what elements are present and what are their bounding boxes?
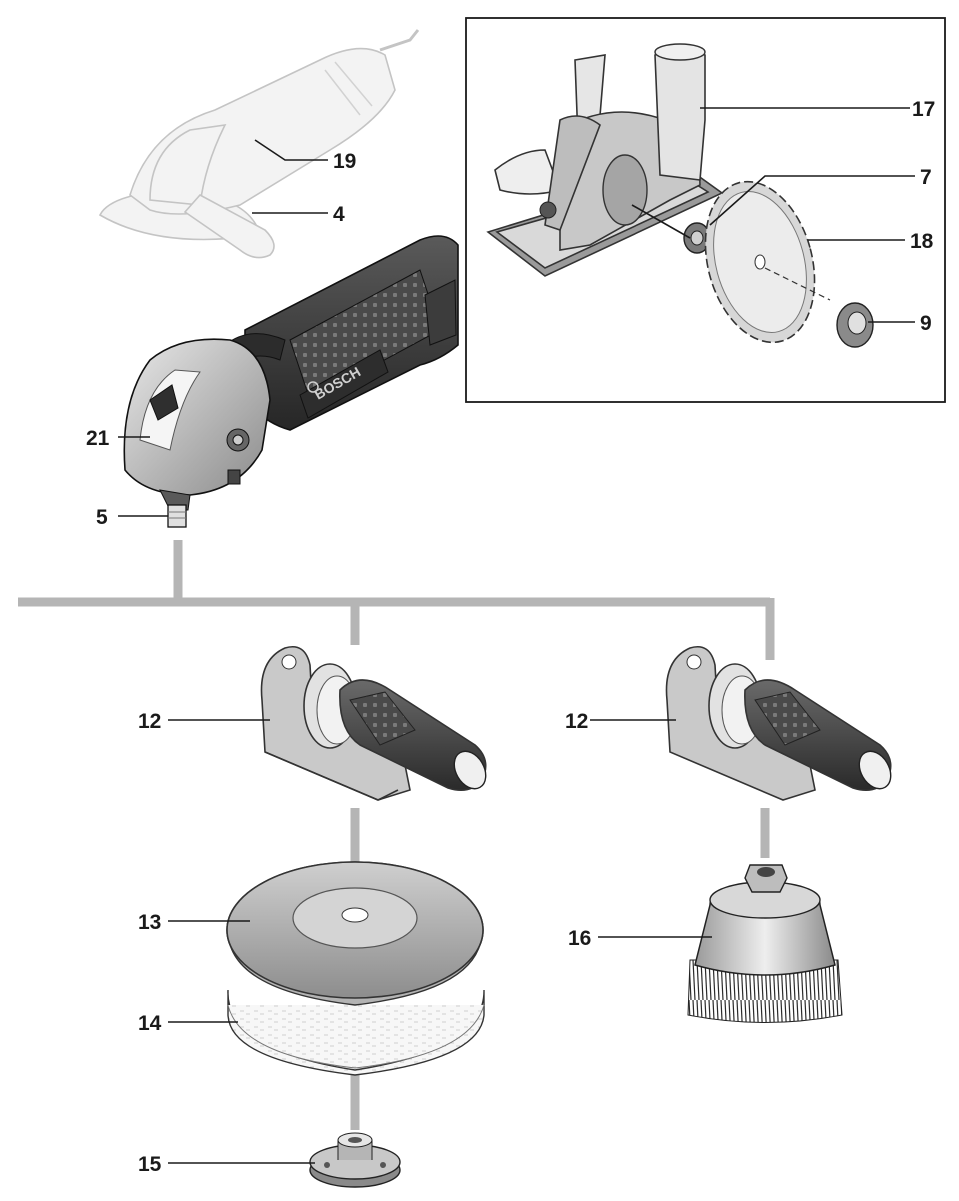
inset-frame: [465, 17, 946, 403]
label-12-right: 12: [565, 710, 588, 733]
label-7: 7: [920, 166, 932, 189]
cup-brush-illustration: [687, 864, 843, 1023]
diamond-blade-illustration: [704, 180, 831, 344]
leader-7-guard: [631, 204, 691, 239]
label-12-left: 12: [138, 710, 161, 733]
label-5: 5: [96, 506, 108, 529]
handle-bracket-illustration-right: [665, 646, 892, 801]
round-nut-illustration: [309, 1132, 401, 1188]
bosch-logo-icon: [307, 381, 319, 393]
handle-bracket-illustration-left: [260, 646, 487, 801]
leader-7: [709, 175, 915, 226]
cutting-guard-illustration: [486, 43, 724, 277]
leader-19: [254, 139, 328, 161]
label-13: 13: [138, 911, 161, 934]
clamping-nut-illustration: [836, 302, 874, 348]
label-17: 17: [912, 98, 935, 121]
rubber-sanding-plate-illustration: [226, 861, 485, 1076]
label-19: 19: [333, 150, 356, 173]
label-4: 4: [333, 203, 345, 226]
connector-lines: [18, 540, 775, 1130]
angle-grinder-illustration: BOSCH: [123, 235, 459, 528]
label-15: 15: [138, 1153, 162, 1176]
label-9: 9: [920, 312, 932, 335]
label-18: 18: [910, 230, 934, 253]
label-16: 16: [568, 927, 591, 950]
label-21: 21: [86, 427, 110, 450]
label-14: 14: [138, 1012, 162, 1035]
ghost-grinder-illustration: [98, 29, 420, 259]
